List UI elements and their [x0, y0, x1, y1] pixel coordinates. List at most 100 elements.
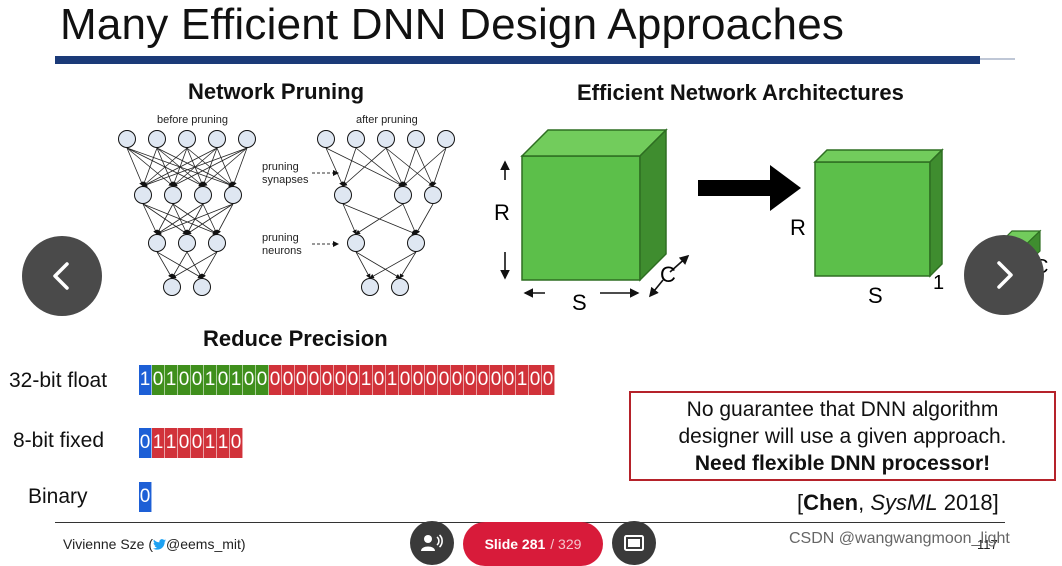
synapse-line — [126, 147, 144, 187]
small-cube-one-label: 1 — [933, 272, 945, 294]
citation-year: 2018] — [937, 490, 999, 515]
synapse-line — [216, 203, 234, 235]
title-underline-tail — [980, 58, 1015, 60]
bit-cell: 0 — [399, 365, 412, 395]
bit-cell: 0 — [425, 365, 438, 395]
neuron-node — [164, 186, 182, 204]
fixed8-label: 8-bit fixed — [13, 429, 105, 452]
prev-slide-button[interactable] — [22, 236, 102, 316]
big-cube-r-label: R — [494, 200, 510, 225]
bit-cell: 0 — [542, 365, 555, 395]
bit-cell: 0 — [295, 365, 308, 395]
synapse-line — [415, 203, 434, 235]
bit-cell: 1 — [165, 428, 178, 458]
pruning-heading: Network Pruning — [188, 79, 365, 104]
neuron-node — [208, 130, 226, 148]
slide-counter-button[interactable]: Slide 281/ 329 — [463, 522, 603, 566]
synapse-line — [232, 147, 248, 187]
neuron-node — [134, 186, 152, 204]
slide-counter-total: / 329 — [550, 536, 582, 552]
float32-label: 32-bit float — [9, 369, 108, 392]
bit-cell: 0 — [282, 365, 295, 395]
small-cube-r-label: R — [790, 215, 806, 240]
speaker-person-icon — [421, 534, 443, 551]
synapse-line — [355, 251, 401, 279]
note-line-3: Need flexible DNN processor! — [694, 452, 991, 475]
bit-cell: 0 — [477, 365, 490, 395]
synapse-line — [156, 203, 234, 235]
synapse-line — [385, 147, 404, 187]
neuron-node — [224, 186, 242, 204]
bit-cell: 0 — [438, 365, 451, 395]
slide-counter-current: Slide 281 — [484, 536, 546, 552]
synapse-line — [201, 251, 218, 279]
synapse-line — [142, 147, 248, 187]
bit-cell: 0 — [139, 482, 152, 512]
citation-venue: SysML — [870, 490, 938, 515]
neuron-node — [317, 130, 335, 148]
bit-cell: 1 — [516, 365, 529, 395]
neuron-node — [178, 234, 196, 252]
bit-cell: 0 — [529, 365, 542, 395]
bit-cell: 0 — [308, 365, 321, 395]
synapse-line — [156, 251, 173, 279]
small-cube-s-label: S — [868, 283, 883, 308]
bit-cell: 0 — [451, 365, 464, 395]
synapse-line — [142, 147, 158, 187]
synapse-line — [156, 203, 204, 235]
bit-cell: 1 — [386, 365, 399, 395]
neuron-node — [334, 186, 352, 204]
synapse-line — [186, 203, 234, 235]
bit-cell: 1 — [165, 365, 178, 395]
synapse-line — [171, 251, 188, 279]
big-cube-s-label: S — [572, 290, 587, 315]
neuron-node — [361, 278, 379, 296]
synapse-line — [342, 147, 357, 187]
note-line-2: designer will use a given approach. — [678, 425, 1007, 448]
synapse-line — [156, 203, 174, 235]
bit-cell: 0 — [269, 365, 282, 395]
synapse-line — [355, 203, 404, 235]
bit-cell: 0 — [152, 365, 165, 395]
bit-cell: 1 — [204, 365, 217, 395]
bit-cell: 0 — [464, 365, 477, 395]
synapse-line — [402, 147, 447, 187]
neuron-node — [391, 278, 409, 296]
neuron-node — [208, 234, 226, 252]
next-slide-button[interactable] — [964, 235, 1044, 315]
citation-sep: , — [858, 490, 871, 515]
neuron-node — [148, 130, 166, 148]
bit-cell: 0 — [139, 428, 152, 458]
bit-cell: 0 — [178, 428, 191, 458]
bit-cell: 0 — [256, 365, 269, 395]
small-filter-cube — [813, 148, 944, 278]
after-pruning-label: after pruning — [356, 114, 418, 126]
binary-label: Binary — [28, 485, 88, 508]
footer-handle: @eems_mit) — [166, 536, 246, 552]
precision-heading: Reduce Precision — [203, 326, 388, 351]
bit-cell: 0 — [490, 365, 503, 395]
neuron-node — [163, 278, 181, 296]
bit-cell: 0 — [230, 428, 243, 458]
citation-open: [ — [797, 490, 804, 515]
neuron-node — [347, 234, 365, 252]
audio-button[interactable] — [410, 521, 454, 565]
neuron-node — [347, 130, 365, 148]
big-cube-c-label: C — [660, 262, 676, 287]
neuron-node — [394, 186, 412, 204]
title-underline-bar — [55, 56, 980, 64]
bit-cell: 0 — [503, 365, 516, 395]
fullscreen-button[interactable] — [612, 521, 656, 565]
bit-cell: 1 — [360, 365, 373, 395]
bit-cell: 0 — [412, 365, 425, 395]
synapse-line — [432, 147, 447, 187]
neuron-node — [377, 130, 395, 148]
synapse-line — [399, 251, 417, 279]
footer-author: Vivienne Sze (@eems_mit) — [63, 536, 246, 552]
pruning-synapses-label-line1: pruning — [262, 161, 299, 173]
citation-author: Chen — [803, 490, 859, 515]
neuron-node — [178, 130, 196, 148]
note-line-1: No guarantee that DNN algorithm — [686, 398, 999, 421]
bit-cell: 0 — [191, 428, 204, 458]
